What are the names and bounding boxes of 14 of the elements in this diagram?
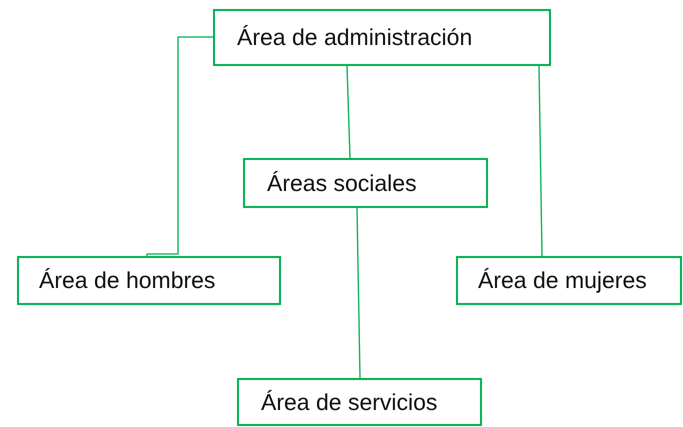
box-label: Área de mujeres	[478, 267, 647, 294]
process-box	[237, 378, 482, 426]
box-label: Área de administración	[237, 24, 472, 51]
connector-line	[346, 66, 351, 158]
connector-line	[146, 36, 213, 256]
connector-line	[356, 208, 361, 378]
process-box	[456, 256, 682, 305]
process-box	[243, 158, 488, 208]
process-box	[213, 9, 551, 66]
connector-line	[538, 66, 543, 256]
box-label: Área de servicios	[261, 388, 438, 416]
box-label: Áreas sociales	[267, 170, 417, 196]
process-box	[17, 256, 281, 305]
box-label: Área de hombres	[39, 267, 216, 294]
